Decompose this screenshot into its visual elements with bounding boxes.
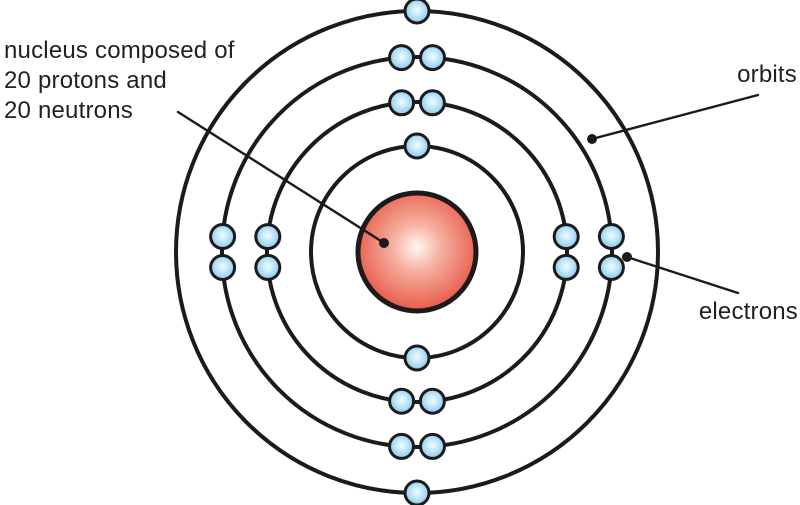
electron <box>254 253 282 281</box>
electrons-pointer-line <box>625 255 740 295</box>
electron <box>403 344 431 372</box>
electron <box>419 44 446 72</box>
electron <box>209 223 237 250</box>
orbits-label: orbits <box>737 61 797 88</box>
electron <box>419 432 446 460</box>
electron <box>597 223 625 250</box>
electron <box>418 387 446 415</box>
electron <box>388 44 415 72</box>
electron <box>388 432 415 460</box>
orbits-pointer-dot <box>587 134 597 144</box>
electron <box>552 253 580 281</box>
electron <box>388 89 416 117</box>
electron <box>552 223 580 251</box>
electron <box>254 223 282 251</box>
electron <box>418 89 446 117</box>
nucleus-label: nucleus composed of 20 protons and 20 ne… <box>4 37 235 124</box>
orbit-circle <box>220 55 614 449</box>
electron <box>403 479 431 505</box>
electron <box>209 254 237 281</box>
nucleus-pointer-line <box>176 110 386 245</box>
electrons-pointer-dot <box>622 252 632 262</box>
nucleus <box>355 190 479 314</box>
electron <box>388 387 416 415</box>
electron <box>597 254 625 281</box>
orbit-circle <box>265 100 569 404</box>
orbits-pointer-line <box>590 93 760 141</box>
electron <box>403 132 431 160</box>
nucleus-pointer-dot <box>379 238 389 248</box>
electron <box>403 0 431 25</box>
electrons-label: electrons <box>698 298 798 325</box>
